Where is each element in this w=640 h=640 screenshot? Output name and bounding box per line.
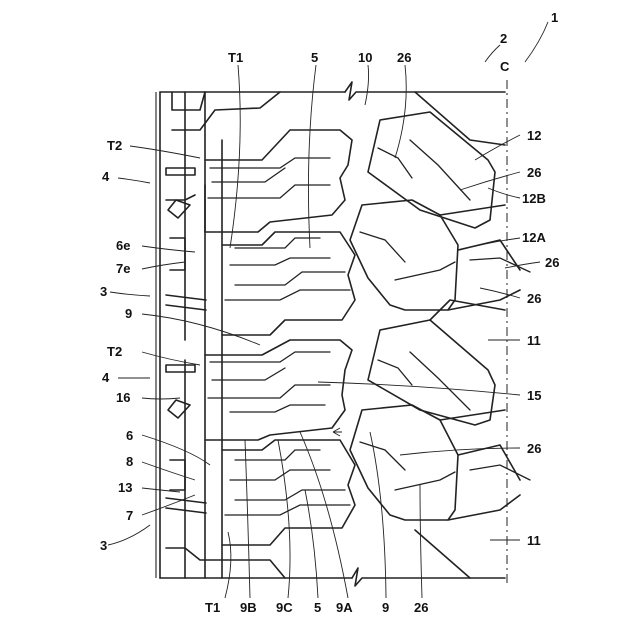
label-26-top: 26	[397, 50, 411, 65]
middle-block-sipes	[208, 158, 350, 515]
label-4-top: 4	[102, 169, 110, 184]
label-t1-top: T1	[228, 50, 243, 65]
reference-numerals: 1 2 C 10 T1 5 26 T2 4 6e 7e 3 9 T2 4 16 …	[100, 10, 559, 615]
label-26-r4: 26	[527, 441, 541, 456]
label-4-bottom: 4	[102, 370, 110, 385]
label-12b: 12B	[522, 191, 546, 206]
label-12a: 12A	[522, 230, 546, 245]
label-11-bottom: 11	[527, 533, 541, 548]
label-3-top: 3	[100, 284, 107, 299]
leader-lines	[108, 22, 548, 598]
label-1: 1	[551, 10, 558, 25]
label-15: 15	[527, 388, 541, 403]
label-c: C	[500, 59, 510, 74]
label-9a: 9A	[336, 600, 353, 615]
label-16: 16	[116, 390, 130, 405]
label-7: 7	[126, 508, 133, 523]
label-5-bottom: 5	[314, 600, 321, 615]
label-2: 2	[500, 31, 507, 46]
label-13: 13	[118, 480, 132, 495]
label-26-r2: 26	[545, 255, 559, 270]
label-26-bottom: 26	[414, 600, 428, 615]
label-6: 6	[126, 428, 133, 443]
center-block-sipes	[360, 140, 530, 490]
label-26-r1: 26	[527, 165, 541, 180]
label-7e: 7e	[116, 261, 130, 276]
label-3-bottom: 3	[100, 538, 107, 553]
middle-blocks	[205, 130, 355, 545]
shoulder-main-groove	[185, 92, 222, 578]
label-12: 12	[527, 128, 541, 143]
label-t2-bottom: T2	[107, 344, 122, 359]
label-11-top: 11	[527, 333, 541, 348]
label-8: 8	[126, 454, 133, 469]
label-6e: 6e	[116, 238, 130, 253]
label-9-bottom: 9	[382, 600, 389, 615]
label-5-top: 5	[311, 50, 318, 65]
label-9c: 9C	[276, 600, 293, 615]
label-t2-top: T2	[107, 138, 122, 153]
label-10: 10	[358, 50, 372, 65]
label-9b: 9B	[240, 600, 257, 615]
label-26-r3: 26	[527, 291, 541, 306]
label-t1-bottom: T1	[205, 600, 220, 615]
center-blocks	[350, 92, 520, 578]
label-9-left: 9	[125, 306, 132, 321]
